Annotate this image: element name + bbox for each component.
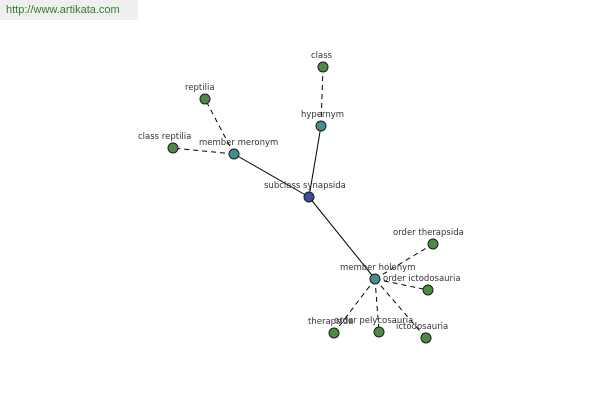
node-dot-member-holonym[interactable] xyxy=(369,273,381,285)
edge-member-holonym-to-order-ictodosauria xyxy=(374,278,429,291)
node-class[interactable]: class xyxy=(311,51,333,73)
node-dot-member-meronym[interactable] xyxy=(228,148,240,160)
node-therapsida[interactable]: therapsida xyxy=(308,317,353,339)
edge-member-holonym-to-therapsida xyxy=(333,278,376,334)
node-dot-reptilia[interactable] xyxy=(199,93,211,105)
node-label-ictodosauria: ictodosauria xyxy=(396,322,448,332)
edges-layer xyxy=(172,66,434,339)
node-label-subclass-synapsida: subclass synapsida xyxy=(264,181,346,191)
edge-subclass-synapsida-to-member-meronym xyxy=(233,153,310,198)
node-hypernym[interactable]: hypernym xyxy=(301,110,344,132)
node-label-order-ictodosauria: order ictodosauria xyxy=(383,274,461,284)
edge-hypernym-to-class xyxy=(320,66,324,127)
node-dot-order-pelycosauria[interactable] xyxy=(373,326,385,338)
node-dot-class-reptilia[interactable] xyxy=(167,142,179,154)
node-subclass-synapsida[interactable]: subclass synapsida xyxy=(264,181,346,203)
nodes-layer: subclass synapsida hypernym class member me… xyxy=(138,51,464,344)
node-ictodosauria[interactable]: ictodosauria xyxy=(396,322,448,344)
edge-subclass-synapsida-to-hypernym xyxy=(308,125,322,198)
node-label-class-reptilia: class reptilia xyxy=(138,132,191,142)
node-label-order-pelycosauria: order pelycosauria xyxy=(334,316,413,326)
node-member-meronym[interactable]: member meronym xyxy=(199,138,278,160)
node-label-order-therapsida: order therapsida xyxy=(393,228,464,238)
node-label-class: class xyxy=(311,51,333,61)
node-dot-order-therapsida[interactable] xyxy=(427,238,439,250)
url-badge: http://www.artikata.com xyxy=(0,0,138,20)
node-label-member-holonym: member holonym xyxy=(340,263,415,273)
edge-member-holonym-to-order-therapsida xyxy=(374,243,434,280)
node-class-reptilia[interactable]: class reptilia xyxy=(138,132,191,154)
edge-member-meronym-to-reptilia xyxy=(204,98,235,155)
edge-member-holonym-to-ictodosauria xyxy=(374,278,427,339)
node-dot-ictodosauria[interactable] xyxy=(420,332,432,344)
node-order-pelycosauria[interactable]: order pelycosauria xyxy=(334,316,413,338)
node-label-reptilia: reptilia xyxy=(185,83,215,93)
node-label-therapsida: therapsida xyxy=(308,317,353,327)
node-dot-hypernym[interactable] xyxy=(315,120,327,132)
node-reptilia[interactable]: reptilia xyxy=(185,83,215,105)
node-order-therapsida[interactable]: order therapsida xyxy=(393,228,464,250)
edge-subclass-synapsida-to-member-holonym xyxy=(308,196,376,280)
site-url[interactable]: http://www.artikata.com xyxy=(6,4,120,16)
node-order-ictodosauria[interactable]: order ictodosauria xyxy=(383,274,461,296)
node-dot-subclass-synapsida[interactable] xyxy=(303,191,315,203)
node-dot-class[interactable] xyxy=(317,61,329,73)
node-label-hypernym: hypernym xyxy=(301,110,344,120)
node-member-holonym[interactable]: member holonym xyxy=(340,263,415,285)
node-label-member-meronym: member meronym xyxy=(199,138,278,148)
node-dot-therapsida[interactable] xyxy=(328,327,340,339)
node-dot-order-ictodosauria[interactable] xyxy=(422,284,434,296)
edge-member-meronym-to-class-reptilia xyxy=(172,147,235,155)
